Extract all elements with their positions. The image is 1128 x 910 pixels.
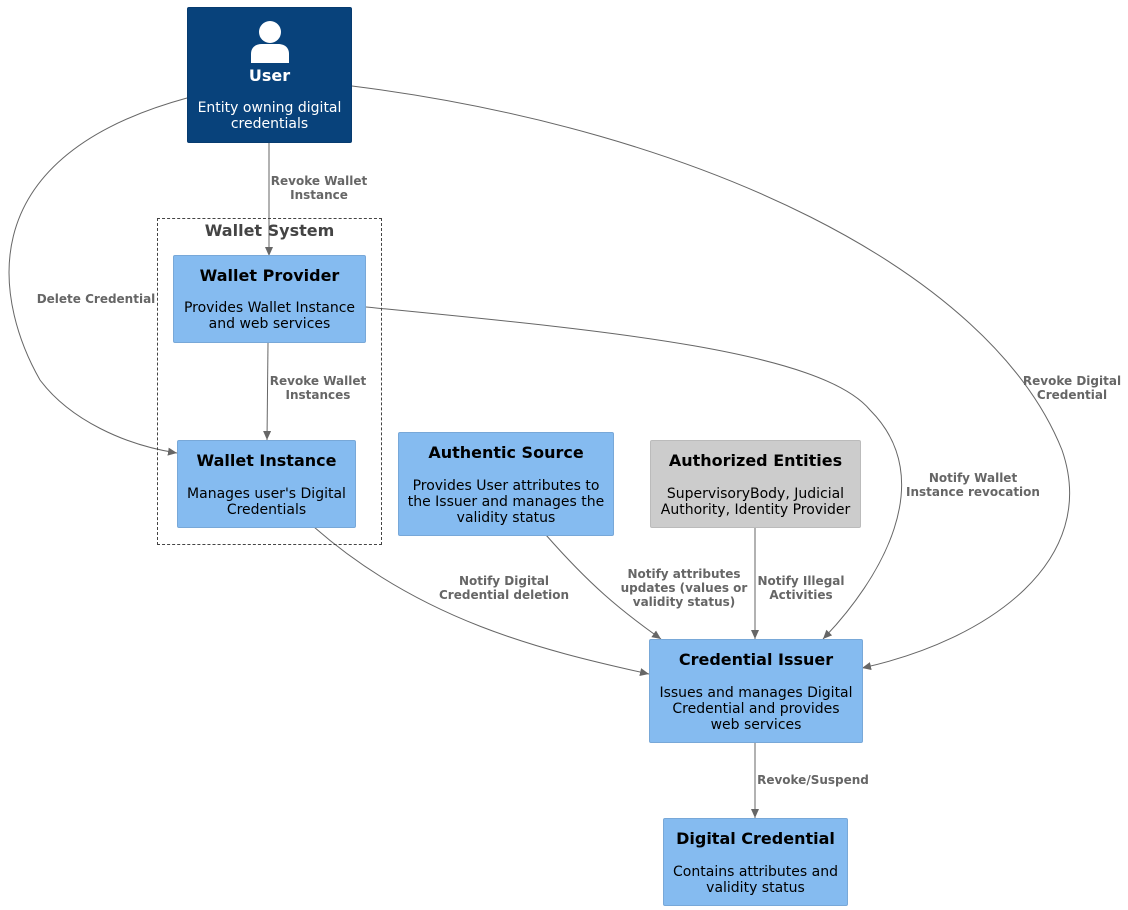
node-desc-line: Contains attributes and bbox=[673, 864, 838, 880]
node-desc-line: web services bbox=[710, 717, 802, 733]
edge-label-line: Revoke Wallet bbox=[270, 174, 368, 188]
authentic-source-node[interactable]: Authentic Source Provides User attribute… bbox=[398, 432, 614, 536]
edge-label-revoke-wallet-instances: Revoke Wallet Instances bbox=[264, 374, 372, 402]
person-icon bbox=[251, 21, 289, 63]
edge-label-line: Revoke Wallet bbox=[269, 374, 367, 388]
edge-label-line: Notify Illegal bbox=[757, 574, 845, 588]
node-desc-line: Provides Wallet Instance bbox=[183, 300, 356, 316]
node-desc-line: credentials bbox=[230, 116, 309, 132]
node-desc-line: validity status bbox=[456, 510, 556, 526]
node-desc-line: Manages user's Digital bbox=[187, 486, 346, 502]
boundary-label: Wallet System bbox=[204, 221, 335, 240]
edge-label-line: Instance bbox=[290, 188, 348, 202]
edge-label-line: updates (values or bbox=[620, 581, 748, 595]
edge-label-line: Credential deletion bbox=[439, 588, 569, 602]
edge-label-revoke-digital-credential: Revoke Digital Credential bbox=[1018, 374, 1126, 402]
edge-label-delete-credential: Delete Credential bbox=[32, 292, 160, 306]
user-node[interactable]: User Entity owning digital credentials bbox=[187, 7, 352, 143]
wallet-instance-node[interactable]: Wallet Instance Manages user's Digital C… bbox=[177, 440, 356, 528]
edge-wallet-provider-to-wallet-instance bbox=[263, 342, 272, 441]
digital-credential-node[interactable]: Digital Credential Contains attributes a… bbox=[663, 818, 848, 906]
edge-user-to-wallet-instance bbox=[8, 97, 188, 456]
edge-label-line: Revoke Digital bbox=[1022, 374, 1122, 388]
node-title: User bbox=[248, 66, 291, 85]
node-title: Wallet Provider bbox=[199, 266, 340, 285]
edge-label-revoke-wallet-instance: Revoke Wallet Instance bbox=[265, 174, 373, 202]
node-title: Credential Issuer bbox=[678, 650, 834, 669]
node-title: Authorized Entities bbox=[668, 451, 843, 470]
edge-label-notify-attributes-updates: Notify attributes updates (values or val… bbox=[614, 567, 754, 609]
edge-authentic-source-to-credential-issuer bbox=[545, 534, 662, 640]
node-title: Authentic Source bbox=[428, 443, 584, 462]
edge-label-line: validity status) bbox=[632, 595, 736, 609]
wallet-provider-node[interactable]: Wallet Provider Provides Wallet Instance… bbox=[173, 255, 366, 343]
node-title: Wallet Instance bbox=[196, 451, 337, 470]
edge-label-line: Instance revocation bbox=[906, 485, 1040, 499]
edge-wallet-instance-to-credential-issuer bbox=[313, 526, 650, 676]
node-desc-line: Issues and manages Digital bbox=[659, 685, 853, 701]
credential-issuer-node[interactable]: Credential Issuer Issues and manages Dig… bbox=[649, 639, 863, 743]
node-desc-line: Authority, Identity Provider bbox=[660, 502, 851, 518]
node-desc-line: Credential and provides bbox=[672, 701, 840, 717]
node-title: Digital Credential bbox=[676, 829, 835, 848]
wallet-system-boundary: Wallet System bbox=[157, 218, 382, 545]
node-desc-line: the Issuer and manages the bbox=[407, 494, 605, 510]
edge-label-line: Instances bbox=[285, 388, 351, 402]
edge-wallet-provider-to-credential-issuer bbox=[365, 306, 903, 640]
node-desc-line: Entity owning digital bbox=[197, 100, 342, 116]
edge-label-notify-wallet-instance-revocation: Notify Wallet Instance revocation bbox=[900, 471, 1046, 499]
edge-label-line: Credential bbox=[1036, 388, 1108, 402]
edge-label-line: Revoke/Suspend bbox=[757, 773, 869, 787]
authorized-entities-node[interactable]: Authorized Entities SupervisoryBody, Jud… bbox=[650, 440, 861, 528]
node-desc-line: SupervisoryBody, Judicial bbox=[666, 486, 845, 502]
edge-label-line: Activities bbox=[769, 588, 833, 602]
edge-label-line: Notify Wallet bbox=[928, 471, 1018, 485]
edge-label-notify-digital-credential-deletion: Notify Digital Credential deletion bbox=[430, 574, 578, 602]
edge-label-line: Delete Credential bbox=[36, 292, 156, 306]
node-desc-line: Provides User attributes to bbox=[412, 478, 600, 494]
edge-label-line: Notify Digital bbox=[458, 574, 550, 588]
node-desc-line: validity status bbox=[706, 880, 805, 896]
node-desc-line: and web services bbox=[208, 316, 331, 332]
edge-user-to-credential-issuer bbox=[351, 85, 1071, 670]
node-desc-line: Credentials bbox=[226, 502, 307, 518]
edge-label-revoke-suspend: Revoke/Suspend bbox=[752, 773, 874, 787]
edge-label-line: Notify attributes bbox=[627, 567, 741, 581]
edge-label-notify-illegal-activities: Notify Illegal Activities bbox=[752, 574, 850, 602]
